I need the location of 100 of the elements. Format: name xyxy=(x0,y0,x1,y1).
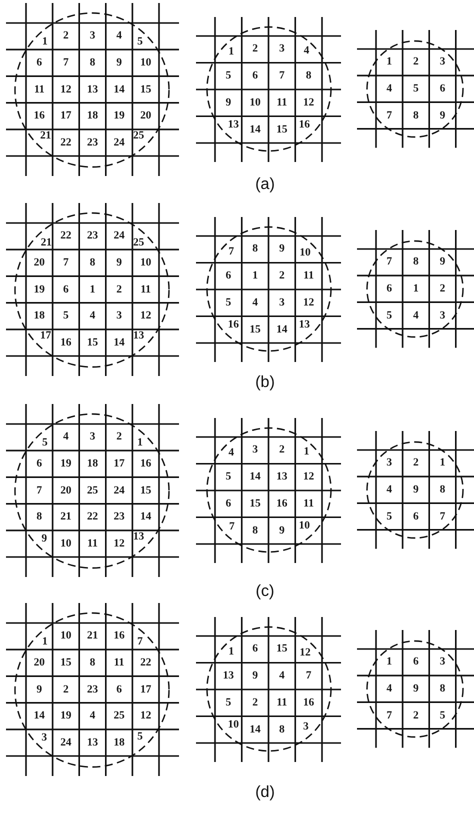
scan-order-number: 23 xyxy=(114,512,125,523)
scan-order-number: 15 xyxy=(276,644,288,655)
scan-order-number: 17 xyxy=(140,684,152,695)
scan-order-number: 6 xyxy=(252,70,258,82)
scan-order-number: 21 xyxy=(60,512,72,523)
scan-order-number: 10 xyxy=(140,57,152,68)
scan-order-number: 17 xyxy=(60,110,72,122)
scan-order-number: 11 xyxy=(34,84,44,95)
scan-order-number: 17 xyxy=(40,330,52,342)
scan-order-number: 8 xyxy=(90,257,96,268)
scan-order-number: 9 xyxy=(440,256,446,268)
scan-order-number: 22 xyxy=(140,657,152,668)
scan-order-number: 8 xyxy=(252,525,258,536)
scan-order-number: 10 xyxy=(140,257,152,268)
scan-order-number: 8 xyxy=(440,484,446,496)
scan-order-number: 11 xyxy=(303,498,314,510)
scan-order-number: 15 xyxy=(250,498,261,510)
scan-order-number: 7 xyxy=(279,70,285,82)
scan-order-number: 3 xyxy=(279,297,285,308)
scan-order-number: 14 xyxy=(114,337,125,348)
scan-order-number: 5 xyxy=(226,297,232,308)
scan-order-number: 6 xyxy=(440,83,446,94)
scan-order-number: 22 xyxy=(60,137,72,148)
scan-order-number: 9 xyxy=(116,257,122,268)
scan-order-number: 14 xyxy=(276,324,288,336)
scan-order-number: 9 xyxy=(413,484,419,496)
scan-order-number: 1 xyxy=(90,284,96,295)
scan-order-number: 16 xyxy=(276,498,288,510)
scan-order-number: 8 xyxy=(306,70,312,82)
scan-order-number: 13 xyxy=(298,320,310,331)
panel-label: (d) xyxy=(255,785,275,801)
scan-order-number: 20 xyxy=(60,485,72,496)
scan-order-number: 7 xyxy=(63,257,69,268)
scan-order-number: 15 xyxy=(87,337,98,348)
scan-order-number: 7 xyxy=(440,511,446,522)
scan-order-number: 1 xyxy=(42,36,48,48)
scan-order-number: 7 xyxy=(386,256,392,268)
scan-order-number: 11 xyxy=(276,697,288,708)
scan-order-number: 10 xyxy=(250,97,261,108)
scan-order-number: 10 xyxy=(60,538,72,550)
scan-order-number: 20 xyxy=(34,257,45,268)
scan-order-number: 6 xyxy=(413,511,419,522)
scan-order-number: 2 xyxy=(279,270,285,282)
scan-order-number: 18 xyxy=(114,737,125,748)
scan-order-number: 7 xyxy=(386,710,392,721)
scan-order-number: 1 xyxy=(228,646,234,658)
panel-label: (c) xyxy=(256,584,274,600)
scan-order-number: 16 xyxy=(34,110,45,122)
scan-order-number: 4 xyxy=(386,83,392,94)
scan-order-number: 2 xyxy=(63,684,69,695)
scan-order-number: 19 xyxy=(114,110,125,122)
scan-order-number: 1 xyxy=(252,270,258,282)
scan-order-number: 22 xyxy=(87,512,98,523)
scan-order-number: 6 xyxy=(413,656,419,668)
scan-order-number: 2 xyxy=(252,697,258,708)
scan-order-number: 12 xyxy=(140,310,152,322)
scan-order-number: 2 xyxy=(252,44,258,55)
scan-order-number: 3 xyxy=(116,310,122,322)
scan-order-number: 1 xyxy=(42,636,48,648)
scan-order-number: 12 xyxy=(140,710,152,722)
scan-order-number: 18 xyxy=(34,310,45,322)
scan-order-number: 7 xyxy=(63,57,69,68)
scan-order-number: 15 xyxy=(140,485,152,496)
scan-order-number: 24 xyxy=(114,137,125,148)
scan-order-number: 15 xyxy=(140,84,152,95)
scan-order-number: 3 xyxy=(252,444,258,456)
scan-order-number: 4 xyxy=(386,683,392,694)
scan-order-number: 5 xyxy=(386,310,392,321)
scan-order-number: 8 xyxy=(279,724,285,736)
scan-order-number: 7 xyxy=(137,636,143,648)
scan-order-number: 8 xyxy=(413,256,419,268)
scan-order-number: 11 xyxy=(276,97,288,108)
scan-order-number: 16 xyxy=(228,319,239,330)
scan-order-number: 6 xyxy=(36,57,42,68)
scan-order-number: 13 xyxy=(87,737,98,748)
scan-order-number: 25 xyxy=(114,710,125,722)
scan-order-number: 10 xyxy=(300,247,311,258)
scan-order-number: 23 xyxy=(87,230,98,242)
scan-order-number: 15 xyxy=(60,657,72,668)
scan-order-number: 15 xyxy=(276,124,288,136)
scan-order-number: 9 xyxy=(36,684,42,695)
scan-order-number: 11 xyxy=(140,284,151,295)
scan-order-number: 21 xyxy=(40,130,52,142)
scan-order-number: 3 xyxy=(440,56,446,68)
scan-order-number: 4 xyxy=(386,484,392,496)
scan-order-number: 2 xyxy=(116,432,122,443)
scan-order-number: 11 xyxy=(87,538,98,550)
scan-order-number: 21 xyxy=(87,630,98,642)
scan-order-number: 6 xyxy=(36,458,42,470)
scan-order-number: 1 xyxy=(386,56,392,68)
scan-order-number: 1 xyxy=(228,46,234,58)
scan-order-number: 12 xyxy=(300,647,311,658)
scan-order-number: 3 xyxy=(90,432,96,443)
scan-order-number: 7 xyxy=(386,110,392,121)
scan-order-number: 19 xyxy=(34,284,45,295)
scan-order-number: 13 xyxy=(276,472,288,483)
scan-order-number: 1 xyxy=(137,437,143,448)
scan-order-number: 9 xyxy=(226,97,232,108)
scan-order-number: 8 xyxy=(413,110,419,121)
scan-order-number: 1 xyxy=(304,446,310,458)
